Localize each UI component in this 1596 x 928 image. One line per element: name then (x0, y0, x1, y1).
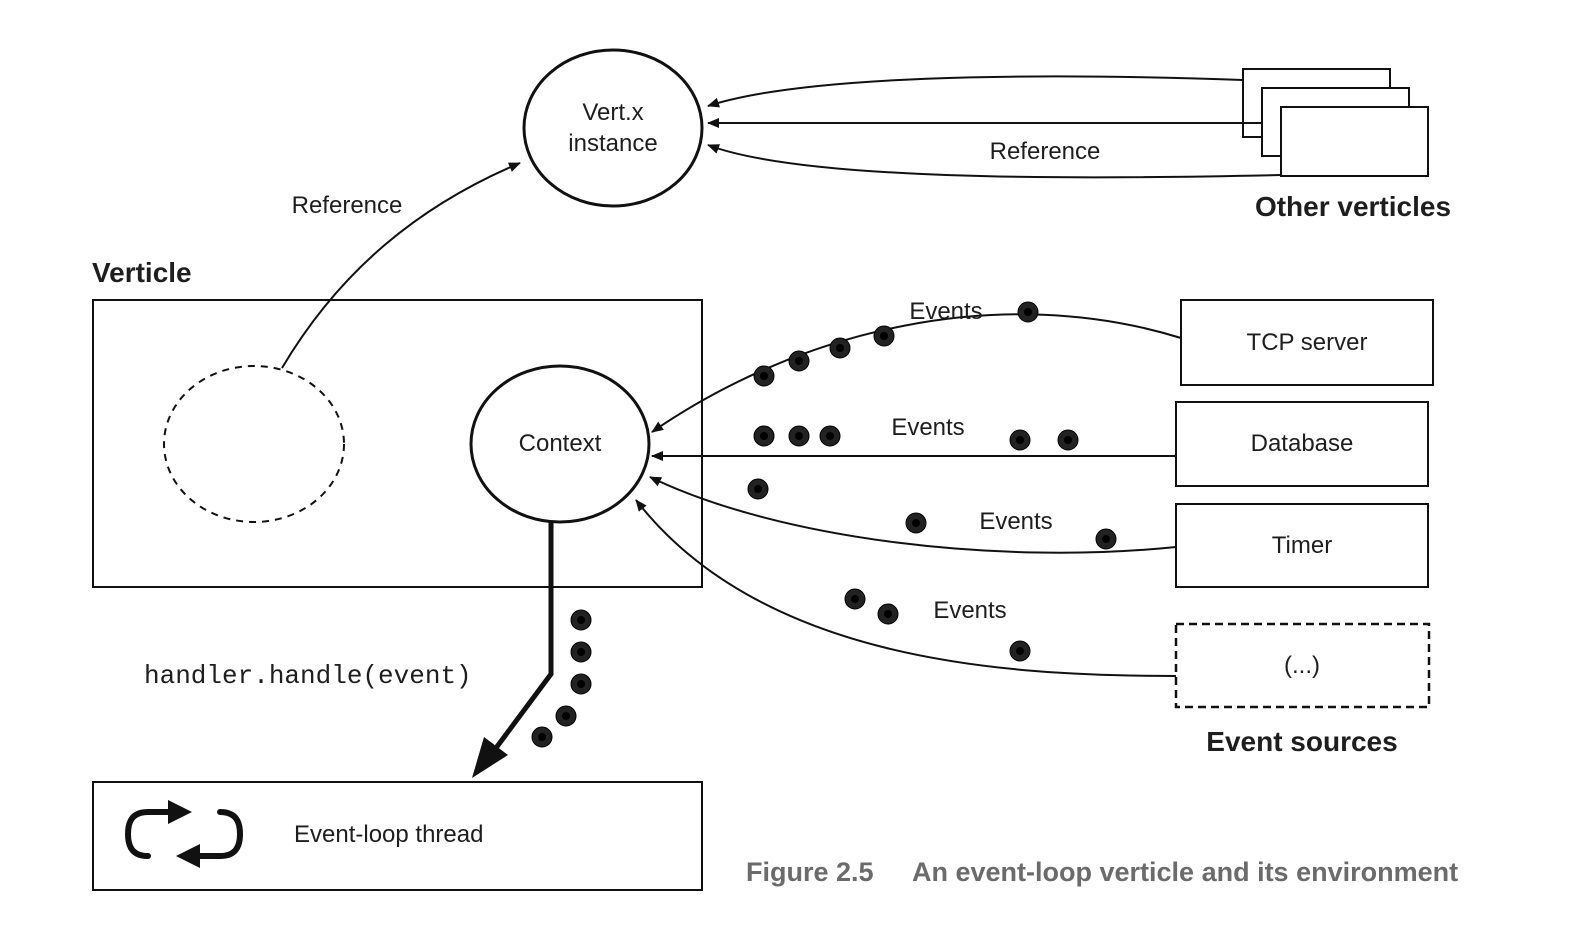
tcp-events-arrow (651, 313, 1182, 433)
event-dot (905, 512, 927, 534)
event-dot (829, 337, 851, 359)
event-source-timer (1175, 503, 1429, 588)
event-dot (1057, 429, 1079, 451)
event-dot (1017, 301, 1039, 323)
event-dot (788, 350, 810, 372)
event-source-database-label: Database (1251, 430, 1354, 457)
event-sources-title: Event sources (1206, 726, 1397, 757)
event-dot (753, 425, 775, 447)
verticle-reference-label: Reference (292, 192, 403, 219)
event-source-timer-label: Timer (1272, 532, 1332, 559)
event-dot (753, 365, 775, 387)
event-dot (1009, 429, 1031, 451)
event-dot (1095, 528, 1117, 550)
event-source-other-label: (...) (1284, 652, 1320, 679)
context-label: Context (519, 430, 602, 457)
reference-arrow-upper (707, 75, 1244, 108)
event-dot (788, 425, 810, 447)
event-dot (531, 726, 553, 748)
context-to-event-loop-arrow (493, 522, 554, 750)
handler-call-code: handler.handle(event) (144, 661, 472, 691)
verticle-instance-dashed-circle (163, 365, 345, 523)
event-loop-thread-box (92, 781, 703, 891)
event-dot (570, 641, 592, 663)
other-verticles-reference-label: Reference (990, 138, 1101, 165)
verticle-title: Verticle (92, 257, 192, 288)
event-dot (873, 325, 895, 347)
verticle-reference-arrow (281, 162, 521, 369)
event-dot (555, 705, 577, 727)
timer-events-label: Events (979, 508, 1052, 535)
event-dot (747, 478, 769, 500)
other-events-arrow (635, 499, 1177, 677)
timer-events-arrow (649, 476, 1177, 554)
other-events-label: Events (933, 597, 1006, 624)
event-dot (570, 609, 592, 631)
event-loop-thread-label: Event-loop thread (294, 821, 483, 848)
tcp-events-label: Events (909, 298, 982, 325)
figure-caption-number: Figure 2.5 (746, 857, 874, 887)
figure-caption-text: An event-loop verticle and its environme… (912, 857, 1458, 887)
event-source-tcp-server (1180, 299, 1434, 386)
database-events-label: Events (891, 414, 964, 441)
vertx-instance-node (522, 48, 704, 208)
context-to-event-loop-arrowhead (472, 737, 508, 778)
vertx-instance-label-line1: Vert.x (582, 99, 643, 126)
event-dot (844, 588, 866, 610)
event-dot (877, 603, 899, 625)
event-dot (1009, 640, 1031, 662)
vertx-instance-label-line2: instance (568, 130, 657, 157)
figure-caption: Figure 2.5 An event-loop verticle and it… (746, 857, 1458, 887)
event-source-other (1174, 622, 1431, 709)
loop-icon (124, 800, 244, 868)
reference-arrow-lower (707, 144, 1282, 179)
other-verticles-stack (1242, 68, 1429, 177)
event-source-database (1175, 401, 1429, 487)
event-dot (819, 425, 841, 447)
context-node (469, 364, 651, 524)
event-dot (570, 673, 592, 695)
event-source-tcp-server-label: TCP server (1247, 329, 1368, 356)
other-verticles-title: Other verticles (1255, 191, 1451, 222)
